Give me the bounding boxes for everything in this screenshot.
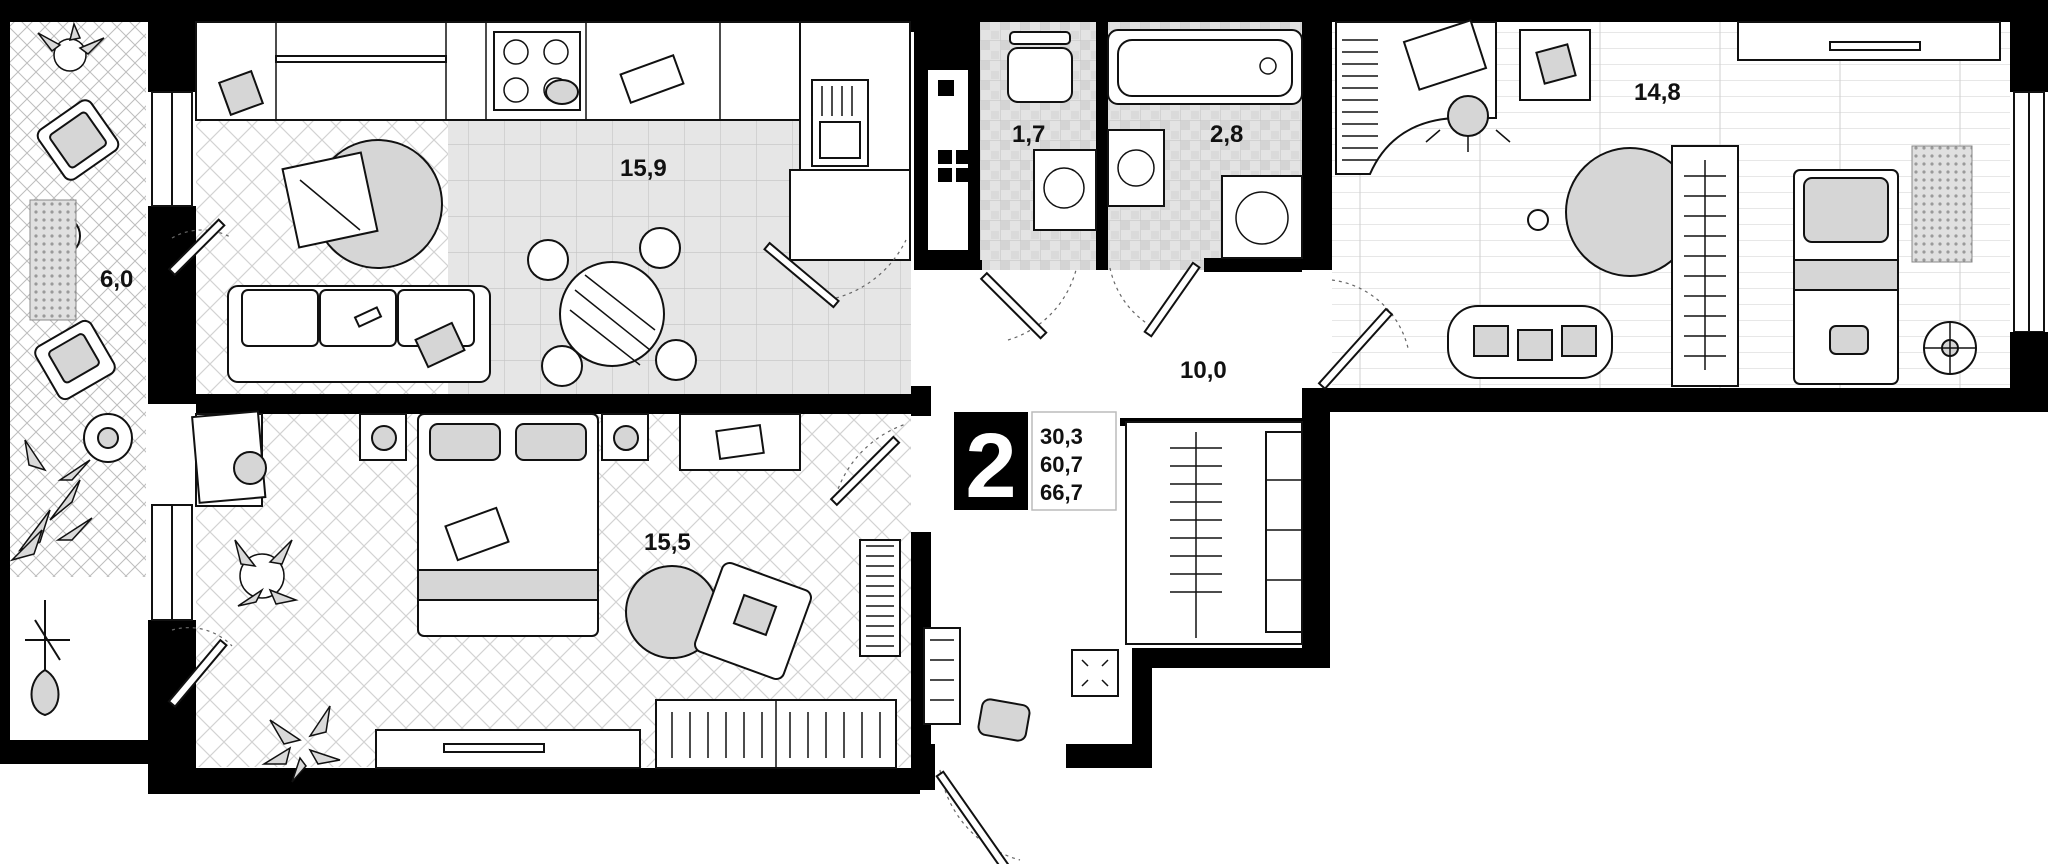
bedroom-door — [829, 423, 907, 507]
balcony-stand — [25, 600, 70, 717]
armchair-bottom — [34, 319, 116, 401]
bathroom-door — [1109, 261, 1201, 338]
wardrobe-left — [655, 699, 897, 769]
rooms-count-box — [954, 412, 1028, 510]
kitchen-sofa — [227, 285, 491, 383]
bedroom-balcony-door — [167, 627, 233, 708]
dining-table — [527, 227, 697, 387]
balcony-furniture — [9, 21, 133, 717]
armchair-top — [36, 99, 120, 181]
fan-right — [1923, 321, 1977, 375]
kitchen-furniture — [167, 21, 911, 387]
single-bed — [1793, 169, 1899, 385]
total-area: 60,7 — [1040, 452, 1083, 477]
sofa-right — [1447, 305, 1613, 379]
bathroom-furniture — [1107, 29, 1303, 338]
shoe-rack — [923, 627, 961, 725]
bedroom-right-furniture — [1317, 19, 2001, 391]
kitchen-balcony-door — [167, 218, 233, 277]
room-labels: 6,0 15,9 1,7 2,8 14,8 10,0 15,5 — [100, 79, 1681, 556]
plant-balcony-top — [37, 21, 105, 72]
kitchen-coffee-table — [281, 139, 443, 269]
room-area-bedroom-left: 15,5 — [644, 529, 691, 556]
bookshelf-right — [1342, 39, 1378, 161]
room-area-hall: 10,0 — [1180, 357, 1227, 384]
balcony-rug — [29, 199, 77, 321]
plant-bedroom — [234, 539, 299, 607]
hall-wardrobe — [1125, 421, 1303, 645]
room-area-kitchen: 15,9 — [620, 155, 667, 182]
living-area: 30,3 — [1040, 424, 1083, 449]
room-area-bathroom: 2,8 — [1210, 121, 1243, 148]
kitchen-door — [763, 239, 907, 309]
walls — [0, 0, 2048, 794]
double-bed — [417, 413, 599, 637]
apartment-badge: 2 30,3 60,7 66,7 — [954, 411, 1117, 517]
bedroom-left-furniture — [167, 410, 907, 783]
wc-door — [979, 269, 1077, 341]
room-area-wc: 1,7 — [1012, 121, 1045, 148]
rug-right — [1911, 145, 1973, 263]
reading-chair — [625, 562, 812, 680]
entrance-door — [935, 769, 1021, 864]
room-area-bedroom-right: 14,8 — [1634, 79, 1681, 106]
wc-furniture — [979, 31, 1097, 341]
stats-box — [1031, 411, 1117, 511]
plant-balcony — [9, 439, 93, 562]
shelf-bedroom — [859, 539, 901, 657]
room-area-balcony: 6,0 — [100, 266, 133, 293]
rooms-count: 2 — [965, 415, 1016, 517]
desk-chair — [1425, 95, 1511, 152]
clothes-rack — [1671, 145, 1739, 387]
hall-furniture — [923, 421, 1303, 864]
bedroom-right-door — [1317, 279, 1409, 391]
area-with-balcony: 66,7 — [1040, 480, 1083, 505]
plant-bedroom-2 — [261, 705, 341, 783]
